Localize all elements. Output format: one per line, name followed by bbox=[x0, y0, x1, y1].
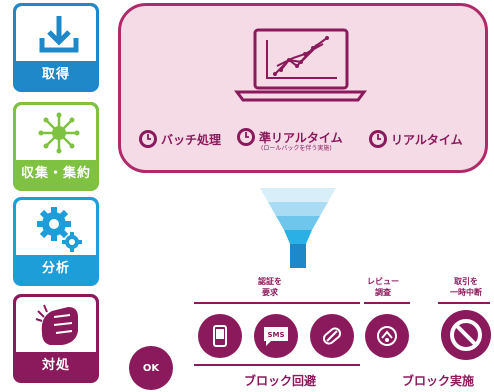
divider-block-avoid bbox=[194, 364, 360, 366]
tile-label-analyze: 分析 bbox=[16, 255, 96, 283]
gears-icon bbox=[37, 207, 82, 252]
mode-near-realtime: 準リアルタイム bbox=[236, 127, 343, 147]
divider-review bbox=[364, 302, 410, 304]
mode-label-realtime: リアルタイム bbox=[391, 132, 463, 147]
processing-mode-panel: バッチ処理 準リアルタイム (ロールバックを伴う実施) リアルタイム bbox=[118, 3, 488, 173]
phone-icon bbox=[198, 314, 242, 358]
prohibit-icon bbox=[441, 310, 491, 360]
label-require-auth: 認証を 要求 bbox=[258, 277, 282, 297]
laptop-chart-icon bbox=[234, 28, 367, 102]
tile-label-acquire: 取得 bbox=[16, 61, 96, 89]
collect-tile: 収集・集約 bbox=[13, 102, 99, 191]
sms-text: SMS bbox=[267, 331, 284, 339]
divider-suspend bbox=[438, 302, 490, 304]
mode-batch: バッチ処理 bbox=[138, 129, 221, 149]
mode-realtime: リアルタイム bbox=[368, 129, 463, 149]
ok-icon: OK bbox=[129, 346, 173, 390]
acquire-tile: 取得 bbox=[13, 3, 99, 92]
investigate-icon bbox=[365, 314, 409, 358]
label-review: レビュー 調査 bbox=[367, 277, 399, 297]
divider-auth bbox=[194, 302, 360, 304]
label-block-avoid: ブロック回避 bbox=[244, 374, 317, 388]
analyze-tile: 分析 bbox=[13, 197, 99, 286]
funnel-icon bbox=[260, 188, 336, 268]
respond-tile: 対処 bbox=[13, 294, 99, 383]
sms-icon: SMS bbox=[254, 314, 298, 358]
download-icon bbox=[39, 16, 79, 53]
label-suspend: 取引を 一時中断 bbox=[450, 277, 482, 297]
mode-sub-near-realtime: (ロールバックを伴う実施) bbox=[261, 145, 332, 152]
label-block-exec: ブロック実施 bbox=[402, 374, 475, 388]
network-hub-icon bbox=[38, 112, 80, 154]
tile-label-collect: 収集・集約 bbox=[16, 160, 96, 188]
clock-icon bbox=[369, 130, 387, 148]
clock-icon bbox=[139, 130, 157, 148]
token-icon bbox=[310, 314, 354, 358]
clock-icon bbox=[237, 128, 255, 146]
mode-label-near-realtime: 準リアルタイム bbox=[259, 130, 343, 145]
tile-label-respond: 対処 bbox=[16, 352, 96, 380]
fist-icon bbox=[35, 304, 78, 345]
mode-label-batch: バッチ処理 bbox=[161, 132, 222, 147]
